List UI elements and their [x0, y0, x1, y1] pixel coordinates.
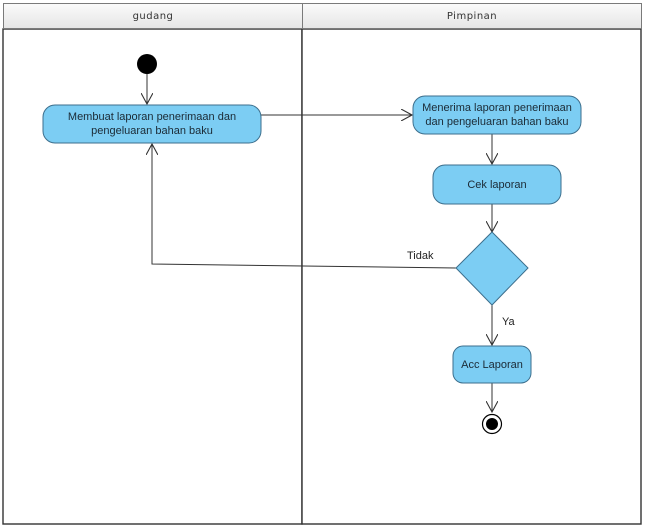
swimlane-title-pimpinan: Pimpinan — [446, 10, 498, 22]
swimlane-title-gudang: gudang — [132, 10, 174, 22]
action-membuat-laporan — [42, 104, 262, 144]
action-acc-laporan — [452, 345, 532, 384]
end-node-core — [486, 418, 498, 430]
action-cek-laporan — [432, 164, 562, 205]
start-node — [137, 54, 157, 74]
edge-label-ya: Ya — [502, 316, 515, 328]
decision-node — [455, 231, 529, 306]
swimlane-gudang — [2, 28, 303, 525]
swimlane-header-pimpinan: Pimpinan — [302, 3, 642, 29]
action-menerima-laporan — [412, 95, 582, 135]
edge-label-tidak: Tidak — [407, 250, 434, 262]
swimlane-header-gudang: gudang — [3, 3, 303, 29]
edge-decision-no-to-membuat — [152, 144, 457, 269]
